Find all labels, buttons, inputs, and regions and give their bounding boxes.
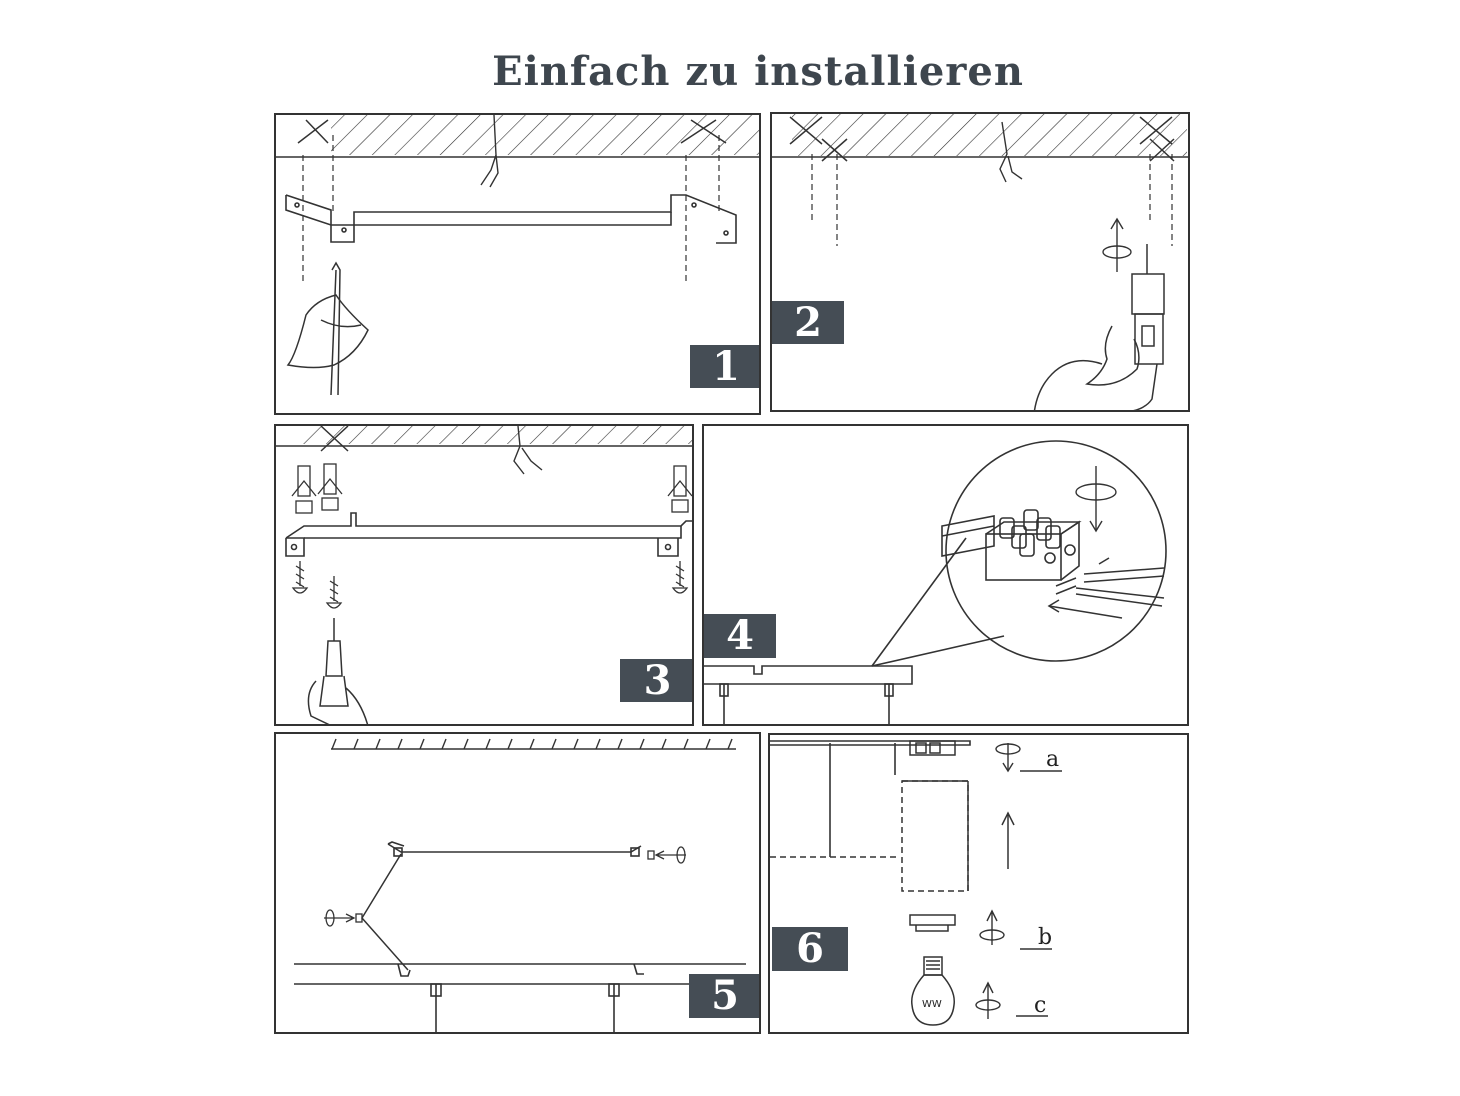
cable-icon bbox=[480, 115, 499, 188]
step-3-panel: 3 bbox=[274, 424, 694, 726]
mounting-bracket bbox=[285, 512, 692, 557]
ceiling-hatch bbox=[331, 115, 759, 155]
wall-plug-icon bbox=[291, 463, 692, 514]
drill-icon bbox=[1033, 244, 1165, 410]
step-3-illustration bbox=[276, 426, 692, 724]
screw-icon bbox=[291, 561, 689, 609]
bulb-icon bbox=[911, 956, 955, 1026]
step-badge-2: 2 bbox=[772, 301, 844, 344]
step-1-panel: 1 bbox=[274, 113, 761, 415]
wire-icon bbox=[1047, 557, 1165, 619]
fixture-rail bbox=[294, 963, 746, 1032]
ceiling-marks bbox=[331, 738, 736, 750]
screwdriver-hand-icon bbox=[307, 618, 369, 724]
ceiling-hatch bbox=[792, 114, 1187, 156]
step-5-panel: 5 bbox=[274, 732, 761, 1034]
step-6-panel: a b c WW 6 bbox=[768, 733, 1189, 1034]
rotation-arrow-icon bbox=[1075, 466, 1117, 533]
terminal-block-icon bbox=[941, 509, 1082, 581]
fixture-rail bbox=[770, 740, 971, 858]
step-2-panel: 2 bbox=[770, 112, 1190, 412]
step-6-label-a: a bbox=[1046, 747, 1060, 772]
mark-x-icon bbox=[297, 119, 727, 144]
socket-ring-icon bbox=[909, 914, 956, 932]
rotation-arrow-icon bbox=[1102, 217, 1132, 272]
step-badge-4: 4 bbox=[704, 614, 776, 658]
zoom-callout bbox=[871, 440, 1167, 667]
step-badge-6: 6 bbox=[772, 927, 848, 971]
pencil-hand-icon bbox=[286, 261, 369, 396]
step-1-illustration bbox=[276, 115, 759, 396]
step-4-panel: 4 bbox=[702, 424, 1189, 726]
mounting-bracket bbox=[387, 841, 642, 857]
ceiling-hatch bbox=[301, 426, 692, 444]
step-6-label-c: c bbox=[1034, 993, 1047, 1018]
mark-x-icon bbox=[789, 116, 1175, 162]
step-5-illustration bbox=[294, 738, 746, 1032]
hanging-wire bbox=[361, 853, 409, 971]
guide-lines bbox=[302, 135, 720, 283]
step-2-illustration bbox=[772, 114, 1188, 410]
guide-lines bbox=[811, 154, 1173, 246]
cable-icon bbox=[513, 426, 543, 475]
mounting-bracket bbox=[285, 194, 737, 244]
page-title: Einfach zu installieren bbox=[492, 48, 1024, 95]
lamp-shade bbox=[901, 780, 969, 892]
mark-x-icon bbox=[320, 426, 349, 452]
step-badge-3: 3 bbox=[620, 659, 692, 702]
step-6-illustration bbox=[770, 740, 1062, 1026]
screw-arrow-icon bbox=[324, 846, 686, 927]
step-badge-5: 5 bbox=[689, 974, 759, 1018]
up-arrow-icon bbox=[1001, 811, 1015, 869]
cable-icon bbox=[999, 121, 1023, 183]
bulb-marking: WW bbox=[922, 999, 942, 1010]
step-6-label-b: b bbox=[1038, 925, 1053, 950]
rotation-arrow-icon bbox=[975, 743, 1062, 1019]
step-badge-1: 1 bbox=[690, 345, 759, 388]
fixture-rail bbox=[704, 665, 913, 724]
step-4-illustration bbox=[704, 440, 1167, 724]
socket-cap-icon bbox=[909, 740, 956, 756]
